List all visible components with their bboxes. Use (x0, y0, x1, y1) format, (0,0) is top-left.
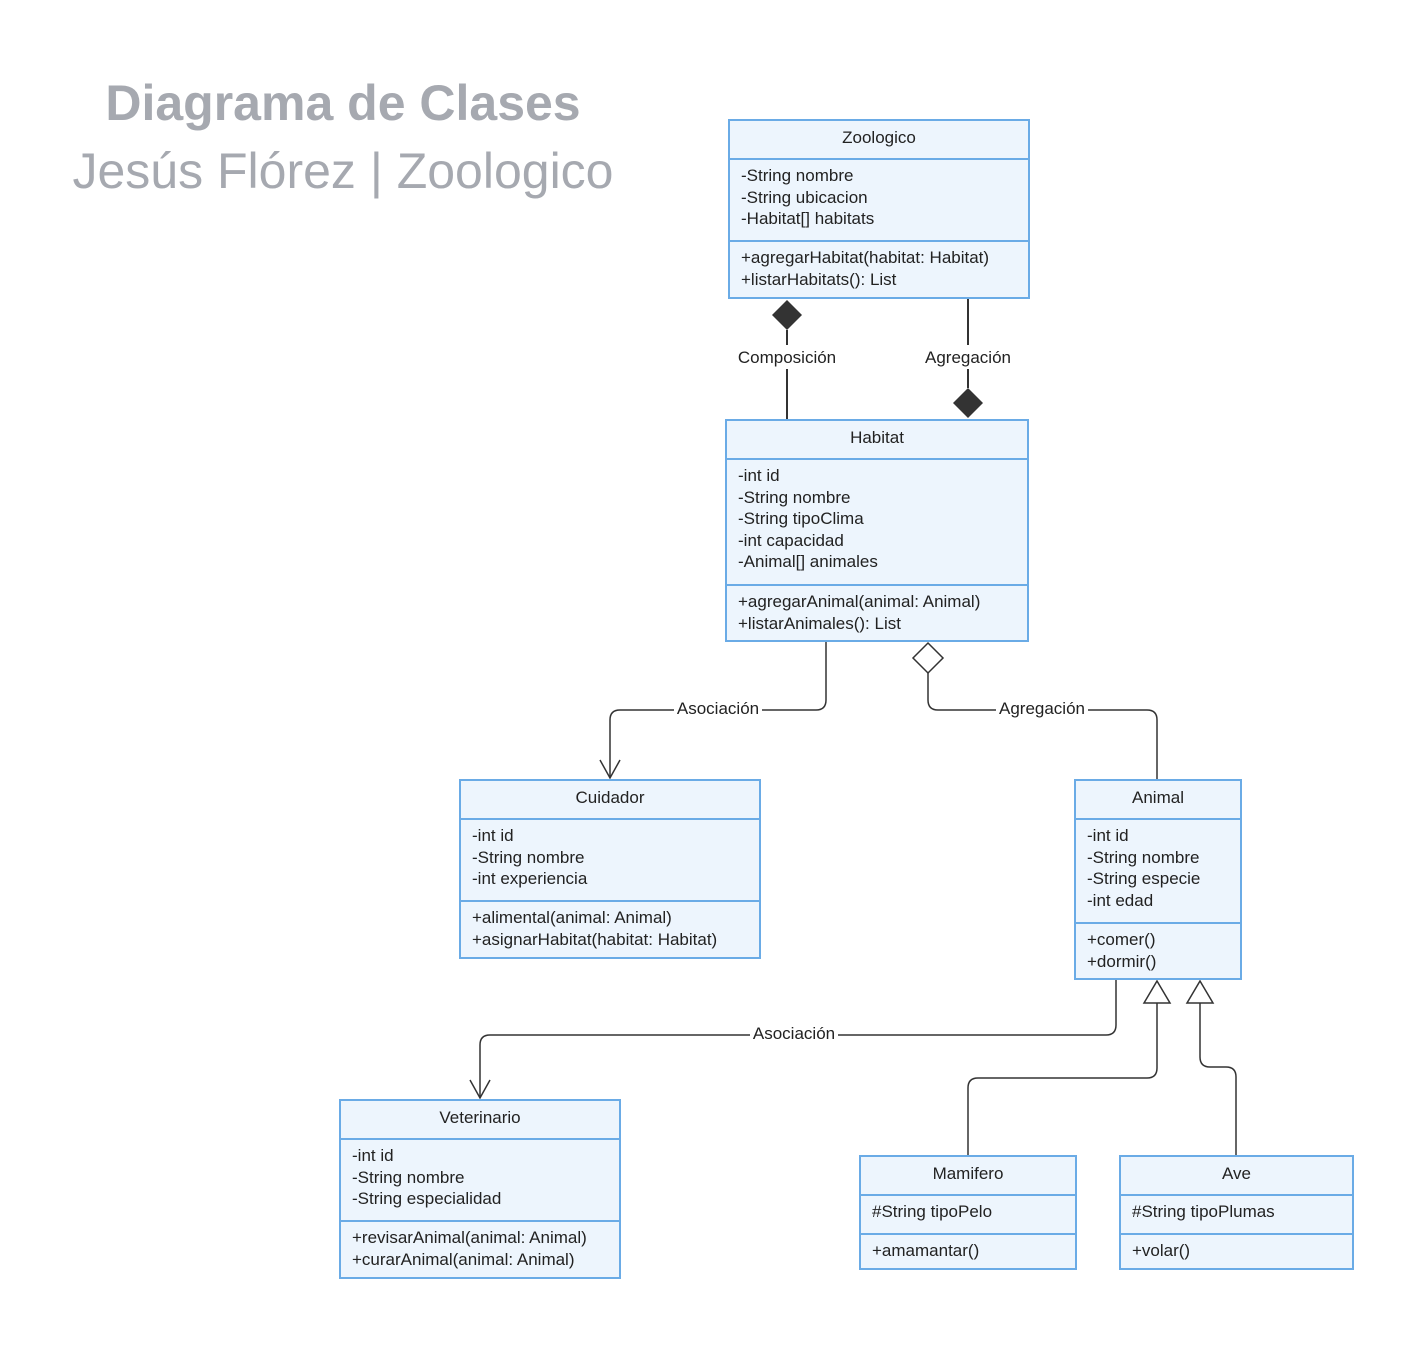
method: +asignarHabitat(habitat: Habitat) (472, 929, 718, 949)
method: +revisarAnimal(animal: Animal) (352, 1228, 587, 1247)
attribute: #String tipoPlumas (1132, 1202, 1275, 1221)
composition-diamond (772, 300, 802, 330)
diagram-title: Diagrama de Clases (105, 75, 581, 131)
method: +alimental(animal: Animal) (472, 908, 672, 927)
attributes-section: -int id -String nombre -int experiencia (461, 820, 759, 900)
method: +listarHabitats(): List (741, 269, 897, 289)
method: +volar() (1132, 1241, 1191, 1260)
class-name: Veterinario (341, 1101, 619, 1140)
attribute: -int id (738, 466, 780, 485)
attributes-section: #String tipoPlumas (1121, 1196, 1352, 1233)
attribute: -int id (352, 1146, 394, 1165)
methods-section: +volar() (1121, 1233, 1352, 1262)
association-veterinario-arrow (469, 1079, 491, 1100)
aggregation-top-diamond (953, 388, 983, 418)
inheritance-ave-edge (1199, 1003, 1237, 1156)
attribute: -int capacidad (738, 530, 844, 550)
class-name: Zoologico (730, 121, 1028, 160)
attribute: -Animal[] animales (738, 552, 878, 572)
method: +agregarHabitat(habitat: Habitat) (741, 248, 990, 267)
attribute: -String nombre (1087, 847, 1200, 867)
association-cuidador-arrow (599, 759, 621, 780)
attribute: #String tipoPelo (872, 1202, 993, 1221)
association-veterinario-label: Asociación (753, 1024, 835, 1043)
attributes-section: #String tipoPelo (861, 1196, 1075, 1233)
attribute: -int experiencia (472, 869, 588, 889)
attributes-section: -int id -String nombre -String especie -… (1076, 820, 1240, 922)
aggregation-animal-label: Agregación (999, 699, 1085, 718)
class-name: Cuidador (461, 781, 759, 820)
attribute: -String especie (1087, 869, 1201, 889)
attribute: -String tipoClima (738, 509, 864, 529)
inheritance-ave-arrowhead (1185, 979, 1215, 1004)
methods-section: +alimental(animal: Animal) +asignarHabit… (461, 900, 759, 950)
method: +agregarAnimal(animal: Animal) (738, 592, 981, 611)
class-mamifero[interactable]: Mamifero #String tipoPelo +amamantar() (859, 1155, 1077, 1270)
class-zoologico[interactable]: Zoologico -String nombre -String ubicaci… (728, 119, 1030, 299)
class-name: Ave (1121, 1157, 1352, 1196)
class-name: Animal (1076, 781, 1240, 820)
class-veterinario[interactable]: Veterinario -int id -String nombre -Stri… (339, 1099, 621, 1279)
aggregation-animal-edge (927, 672, 1158, 780)
methods-section: +agregarHabitat(habitat: Habitat) +lista… (730, 240, 1028, 290)
method: +comer() (1087, 930, 1156, 949)
attributes-section: -String nombre -String ubicacion -Habita… (730, 160, 1028, 240)
aggregation-animal-diamond (911, 641, 945, 675)
class-name: Habitat (727, 421, 1027, 460)
attribute: -int id (472, 826, 514, 845)
attribute: -String nombre (472, 847, 585, 867)
attribute: -String nombre (738, 487, 851, 507)
class-cuidador[interactable]: Cuidador -int id -String nombre -int exp… (459, 779, 761, 959)
inheritance-mamifero-arrowhead (1142, 979, 1172, 1004)
attribute: -String nombre (352, 1167, 465, 1187)
method: +curarAnimal(animal: Animal) (352, 1249, 575, 1269)
composition-label: Composición (738, 348, 836, 367)
methods-section: +amamantar() (861, 1233, 1075, 1262)
class-ave[interactable]: Ave #String tipoPlumas +volar() (1119, 1155, 1354, 1270)
attributes-section: -int id -String nombre -String especiali… (341, 1140, 619, 1220)
methods-section: +comer() +dormir() (1076, 922, 1240, 972)
attribute: -String especialidad (352, 1189, 502, 1209)
methods-section: +revisarAnimal(animal: Animal) +curarAni… (341, 1220, 619, 1270)
method: +amamantar() (872, 1241, 980, 1260)
attributes-section: -int id -String nombre -String tipoClima… (727, 460, 1027, 584)
inheritance-mamifero-edge (967, 1003, 1158, 1156)
association-cuidador-label: Asociación (677, 699, 759, 718)
methods-section: +agregarAnimal(animal: Animal) +listarAn… (727, 584, 1027, 634)
aggregation-top-label: Agregación (925, 348, 1011, 367)
class-habitat[interactable]: Habitat -int id -String nombre -String t… (725, 419, 1029, 642)
attribute: -Habitat[] habitats (741, 209, 875, 229)
method: +listarAnimales(): List (738, 613, 901, 633)
attribute: -String nombre (741, 166, 854, 185)
method: +dormir() (1087, 951, 1157, 971)
class-animal[interactable]: Animal -int id -String nombre -String es… (1074, 779, 1242, 980)
attribute: -String ubicacion (741, 187, 868, 207)
attribute: -int edad (1087, 890, 1154, 910)
attribute: -int id (1087, 826, 1129, 845)
class-name: Mamifero (861, 1157, 1075, 1196)
diagram-subtitle: Jesús Flórez | Zoologico (72, 143, 614, 199)
